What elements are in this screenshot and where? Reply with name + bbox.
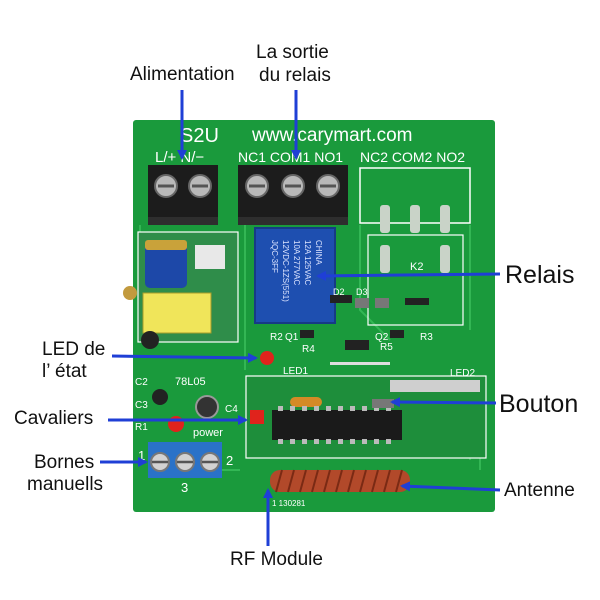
label-sortie-line1: La sortie xyxy=(256,42,329,63)
ref-d3: D3 xyxy=(356,287,368,297)
led2-label: LED2 xyxy=(450,368,475,379)
capacitor xyxy=(195,395,219,419)
regulator-label: 78L05 xyxy=(175,376,206,388)
label-antenne: Antenne xyxy=(504,480,575,501)
capacitor xyxy=(152,389,168,405)
label-led-line2: l’ état xyxy=(42,361,87,382)
terminal-relay2-label: NC2 COM2 NO2 xyxy=(360,149,465,165)
label-bornes-line1: Bornes xyxy=(34,452,95,473)
ref-c4: C4 xyxy=(225,404,238,415)
ref-c2: C2 xyxy=(135,377,148,388)
pin-2: 2 xyxy=(226,453,233,468)
label-led-line1: LED de xyxy=(42,339,106,360)
arrow-antenne xyxy=(400,481,501,492)
pin-1: 1 xyxy=(138,448,145,463)
terminal-relay1-label: NC1 COM1 NO1 xyxy=(238,149,343,165)
ref-r2: R2 xyxy=(270,332,283,343)
ref-q1: Q1 xyxy=(285,332,299,343)
small-components xyxy=(300,295,429,365)
relay2-k2-outline xyxy=(367,234,464,326)
label-relais: Relais xyxy=(505,261,575,289)
ref-r3: R3 xyxy=(420,332,433,343)
label-alimentation: Alimentation xyxy=(130,64,235,85)
relay-text-5: CHINA xyxy=(314,240,323,266)
ref-r1: R1 xyxy=(135,422,148,433)
label-bornes-line2: manuells xyxy=(27,474,104,495)
pin-3: 3 xyxy=(181,480,188,495)
label-cavaliers: Cavaliers xyxy=(14,408,94,429)
ref-d2: D2 xyxy=(333,287,345,297)
ref-r4: R4 xyxy=(302,344,315,355)
rf-module-board xyxy=(245,375,487,459)
ref-r5: R5 xyxy=(380,342,393,353)
label-bouton: Bouton xyxy=(499,390,579,418)
antenna-coil xyxy=(270,469,410,493)
relay-text-4: 12A 125VAC xyxy=(303,240,312,285)
power-terminal-block xyxy=(148,165,218,225)
terminal-power-label: L/+ N/− xyxy=(155,149,204,166)
arrow-relais xyxy=(316,270,501,281)
arrow-bouton xyxy=(390,397,497,408)
relay-text-1: JQC-3FF xyxy=(270,240,279,273)
relay-text-3: 10A 277VAC xyxy=(292,240,301,285)
power-supply-module xyxy=(123,231,239,349)
board-website: www.carymart.com xyxy=(251,125,412,146)
relay1-terminal-block xyxy=(238,165,348,225)
arrow-led xyxy=(111,352,258,363)
ref-c3: C3 xyxy=(135,400,148,411)
serial-number: 1 130281 xyxy=(272,499,306,508)
board-model: S2U xyxy=(180,125,219,147)
led1-label: LED1 xyxy=(283,366,308,377)
relay-text-2: 12VDC-1ZS(551) xyxy=(281,240,290,302)
label-rf-module: RF Module xyxy=(230,549,323,570)
k2-label: K2 xyxy=(410,261,423,273)
relay2-slots xyxy=(380,205,450,273)
power-label: power xyxy=(193,427,223,439)
manual-terminal-block xyxy=(148,442,222,478)
ref-q2: Q2 xyxy=(375,332,389,343)
callout-arrows xyxy=(100,90,501,546)
label-sortie-line2: du relais xyxy=(259,65,331,86)
